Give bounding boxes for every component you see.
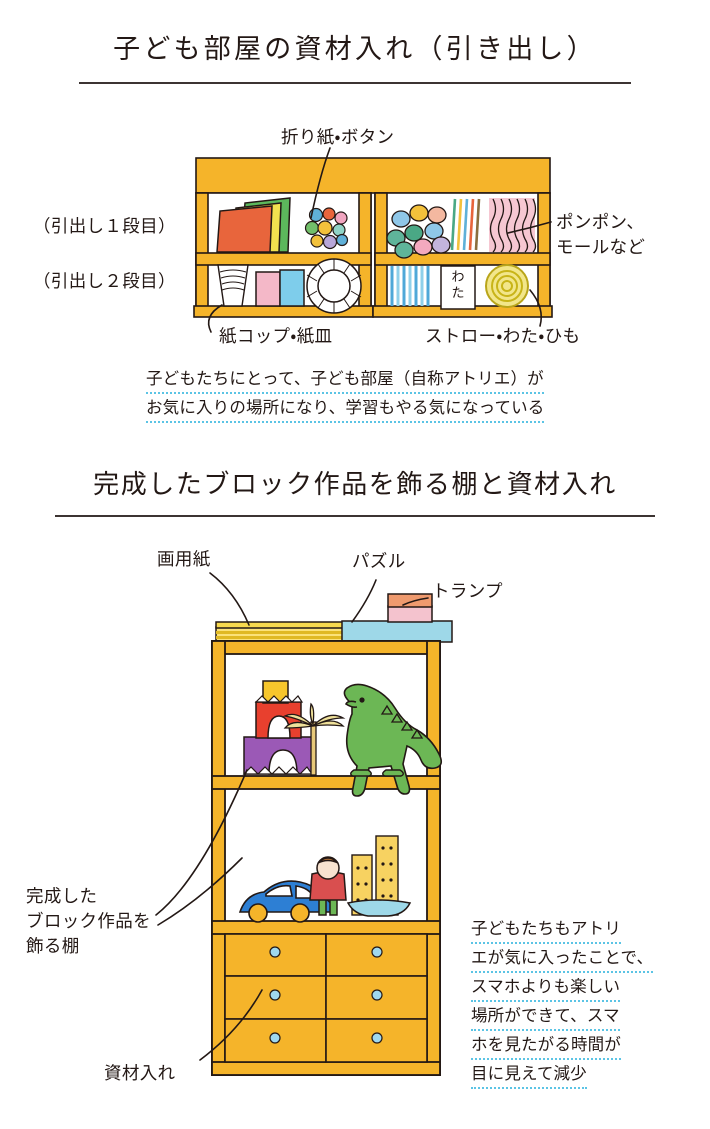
section-2-rule [55, 515, 655, 518]
label-display-shelf-3: 飾る棚 [26, 937, 80, 957]
label-playing-cards: トランプ [432, 582, 503, 602]
caption-section-1: 子どもたちにとって、子ども部屋（自称アトリエ）が お気に入りの場所になり、学習も… [146, 367, 545, 425]
caption-section-2: 子どもたちもアトリ エが気に入ったことで、 スマホよりも楽しい 場所ができて、ス… [471, 917, 654, 1091]
section-2-title: 完成したブロック作品を飾る棚と資材入れ [93, 470, 617, 500]
label-drawer-row-1: （引出し１段目） [33, 217, 176, 237]
caption-line: 目に見えて減少 [471, 1062, 587, 1089]
label-display-shelf-1: 完成した [26, 887, 98, 907]
label-puzzle: パズル [352, 552, 406, 572]
drawer-cabinet-illustration: わ た [193, 147, 553, 333]
cotton-box-label: わ [451, 270, 464, 285]
caption-line: エが気に入ったことで、 [471, 946, 654, 973]
label-drawer-row-2: （引出し２段目） [33, 272, 176, 292]
label-origami-buttons: 折り紙・ボタン [281, 128, 395, 148]
caption-line: 子どもたちにとって、子ども部屋（自称アトリエ）が [146, 367, 544, 394]
caption-line: 場所ができて、スマ [471, 1004, 620, 1031]
label-pompom-2: モールなど [556, 238, 646, 258]
svg-text:た: た [451, 286, 464, 301]
label-drawing-paper: 画用紙 [157, 550, 211, 570]
label-pompom-1: ポンポン、 [556, 213, 645, 233]
label-paper-cups-plates: 紙コップ・紙皿 [219, 327, 333, 347]
caption-line: 子どもたちもアトリ [471, 917, 621, 944]
caption-line: スマホよりも楽しい [471, 975, 621, 1002]
label-material-drawers: 資材入れ [104, 1064, 176, 1084]
section-1-rule [79, 82, 631, 85]
caption-line: ホを見たがる時間が [471, 1033, 621, 1060]
section-display-shelf: 完成したブロック作品を飾る棚と資材入れ [0, 452, 710, 518]
section-1-title: 子ども部屋の資材入れ（引き出し） [113, 34, 597, 65]
caption-line: お気に入りの場所になり、学習もやる気になっている [146, 396, 545, 423]
label-straw-cotton-string: ストロー・わた・ひも [425, 327, 581, 347]
section-drawers: 子ども部屋の資材入れ（引き出し） [0, 0, 710, 85]
label-display-shelf-2: ブロック作品を [26, 912, 151, 932]
